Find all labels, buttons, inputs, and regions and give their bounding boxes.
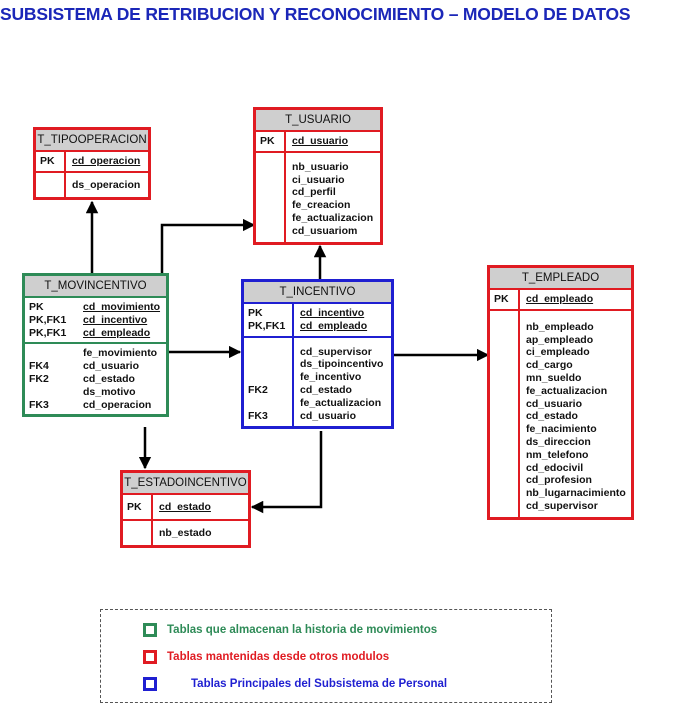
table-tipooperacion[interactable]: T_TIPOOPERACION PK cd_operacion ds_opera… xyxy=(33,127,151,200)
pk-fields: cd_usuario xyxy=(292,135,349,147)
legend-label: Tablas mantenidas desde otros modulos xyxy=(167,651,390,663)
legend-item-history: Tablas que almacenan la historia de movi… xyxy=(143,623,437,637)
legend-swatch-red xyxy=(143,650,157,664)
attribute-fields: ds_operacion xyxy=(72,178,141,191)
pk-section: PK cd_operacion xyxy=(36,152,148,171)
diagram-title: SUBSISTEMA DE RETRIBUCION Y RECONOCIMIEN… xyxy=(0,4,631,24)
table-header: T_INCENTIVO xyxy=(244,282,391,304)
key-labels xyxy=(123,521,153,545)
pk-fields: cd_estado xyxy=(159,501,211,513)
key-labels: PK xyxy=(123,495,153,519)
pk-section: PK cd_empleado xyxy=(490,290,631,309)
pk-section: PK cd_usuario xyxy=(256,132,380,151)
legend-label: Tablas que almacenan la historia de movi… xyxy=(167,624,438,636)
pk-fields: cd_empleado xyxy=(526,293,594,305)
legend-item-principal: Tablas Principales del Subsistema de Per… xyxy=(143,677,447,691)
pk-section: PK cd_estado xyxy=(123,495,248,519)
table-header: T_MOVINCENTIVO xyxy=(25,276,166,298)
table-header: T_TIPOOPERACION xyxy=(36,130,148,152)
key-labels xyxy=(256,152,286,242)
table-header: T_EMPLEADO xyxy=(490,268,631,290)
key-labels: PK xyxy=(490,290,520,309)
legend-label: Tablas Principales del Subsistema de Per… xyxy=(191,678,448,690)
attribute-fields: nb_estado xyxy=(159,527,212,539)
table-header: T_USUARIO xyxy=(256,110,380,132)
legend: Tablas que almacenan la historia de movi… xyxy=(100,609,552,703)
attribute-section: ds_operacion xyxy=(36,170,148,197)
legend-swatch-blue xyxy=(143,677,157,691)
key-labels: PK xyxy=(256,132,286,151)
attribute-section: nb_estado xyxy=(123,519,248,545)
pk-fields: cd_operacion xyxy=(72,155,141,167)
rel-movincentivo-usuario xyxy=(160,218,256,275)
key-labels: PK xyxy=(36,152,66,171)
table-estadoincentivo[interactable]: T_ESTADOINCENTIVO PK cd_estado nb_estado xyxy=(120,470,251,548)
legend-item-external: Tablas mantenidas desde otros modulos xyxy=(143,650,389,664)
key-labels xyxy=(36,172,66,197)
table-header: T_ESTADOINCENTIVO xyxy=(123,473,248,495)
key-labels xyxy=(490,310,520,517)
rel-incentivo-estadoincentivo xyxy=(250,431,323,514)
legend-swatch-green xyxy=(143,623,157,637)
